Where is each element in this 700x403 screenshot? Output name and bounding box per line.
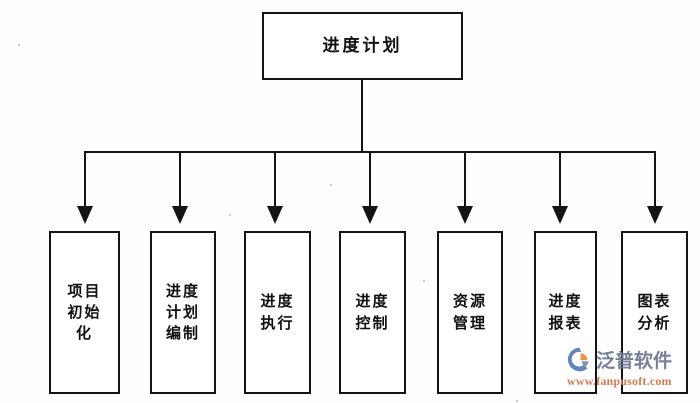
node-label: 项目 初始 化 xyxy=(67,281,102,343)
connector-branch-6 xyxy=(559,151,561,209)
scan-speck xyxy=(229,214,231,216)
node-schedule-plan[interactable]: 进度计划 xyxy=(262,12,463,80)
arrowhead-3 xyxy=(267,206,283,224)
connector-branch-1 xyxy=(84,151,86,209)
node-schedule-execution[interactable]: 进度 执行 xyxy=(244,231,311,394)
connector-trunk-vertical xyxy=(361,80,363,153)
scan-speck xyxy=(18,44,20,46)
node-resource-management[interactable]: 资源 管理 xyxy=(437,231,503,394)
scan-speck xyxy=(330,184,332,186)
connector-branch-5 xyxy=(464,151,466,209)
scan-speck xyxy=(516,400,518,402)
node-label: 进度计划 xyxy=(322,35,403,56)
node-label: 进度 控制 xyxy=(355,292,390,332)
node-label: 资源 管理 xyxy=(452,292,487,332)
node-label: 进度 报表 xyxy=(548,292,583,332)
arrowhead-5 xyxy=(457,206,473,224)
node-chart-analysis[interactable]: 图表 分析 xyxy=(621,231,688,394)
node-label: 图表 分析 xyxy=(637,292,672,332)
node-schedule-report[interactable]: 进度 报表 xyxy=(534,231,597,394)
node-project-initialization[interactable]: 项目 初始 化 xyxy=(49,231,120,394)
connector-branch-7 xyxy=(654,151,656,209)
node-schedule-plan-preparation[interactable]: 进度 计划 编制 xyxy=(150,231,216,394)
node-label: 进度 执行 xyxy=(260,292,295,332)
connector-branch-4 xyxy=(369,151,371,209)
connector-branch-2 xyxy=(179,151,181,209)
scan-speck xyxy=(423,280,425,282)
node-label: 进度 计划 编制 xyxy=(165,281,200,343)
arrowhead-1 xyxy=(77,206,93,224)
arrowhead-2 xyxy=(172,206,188,224)
arrowhead-7 xyxy=(647,206,663,224)
arrowhead-4 xyxy=(362,206,378,224)
connector-branch-3 xyxy=(274,151,276,209)
node-schedule-control[interactable]: 进度 控制 xyxy=(339,231,406,394)
arrowhead-6 xyxy=(552,206,568,224)
